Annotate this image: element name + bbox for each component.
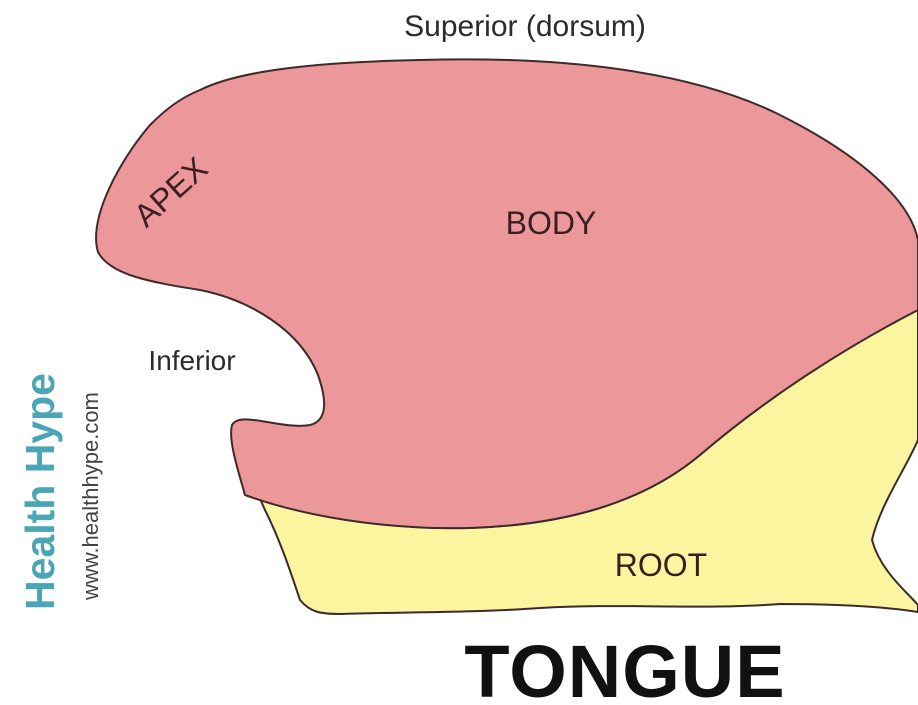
diagram-title: TONGUE [464, 630, 785, 705]
health-hype-logo: Health Hype [17, 373, 63, 610]
superior-label: Superior (dorsum) [404, 10, 646, 43]
body-label: BODY [506, 205, 597, 241]
root-label: ROOT [615, 547, 707, 583]
healthhype-url: www.healthhype.com [78, 392, 103, 601]
inferior-label: Inferior [148, 345, 235, 376]
